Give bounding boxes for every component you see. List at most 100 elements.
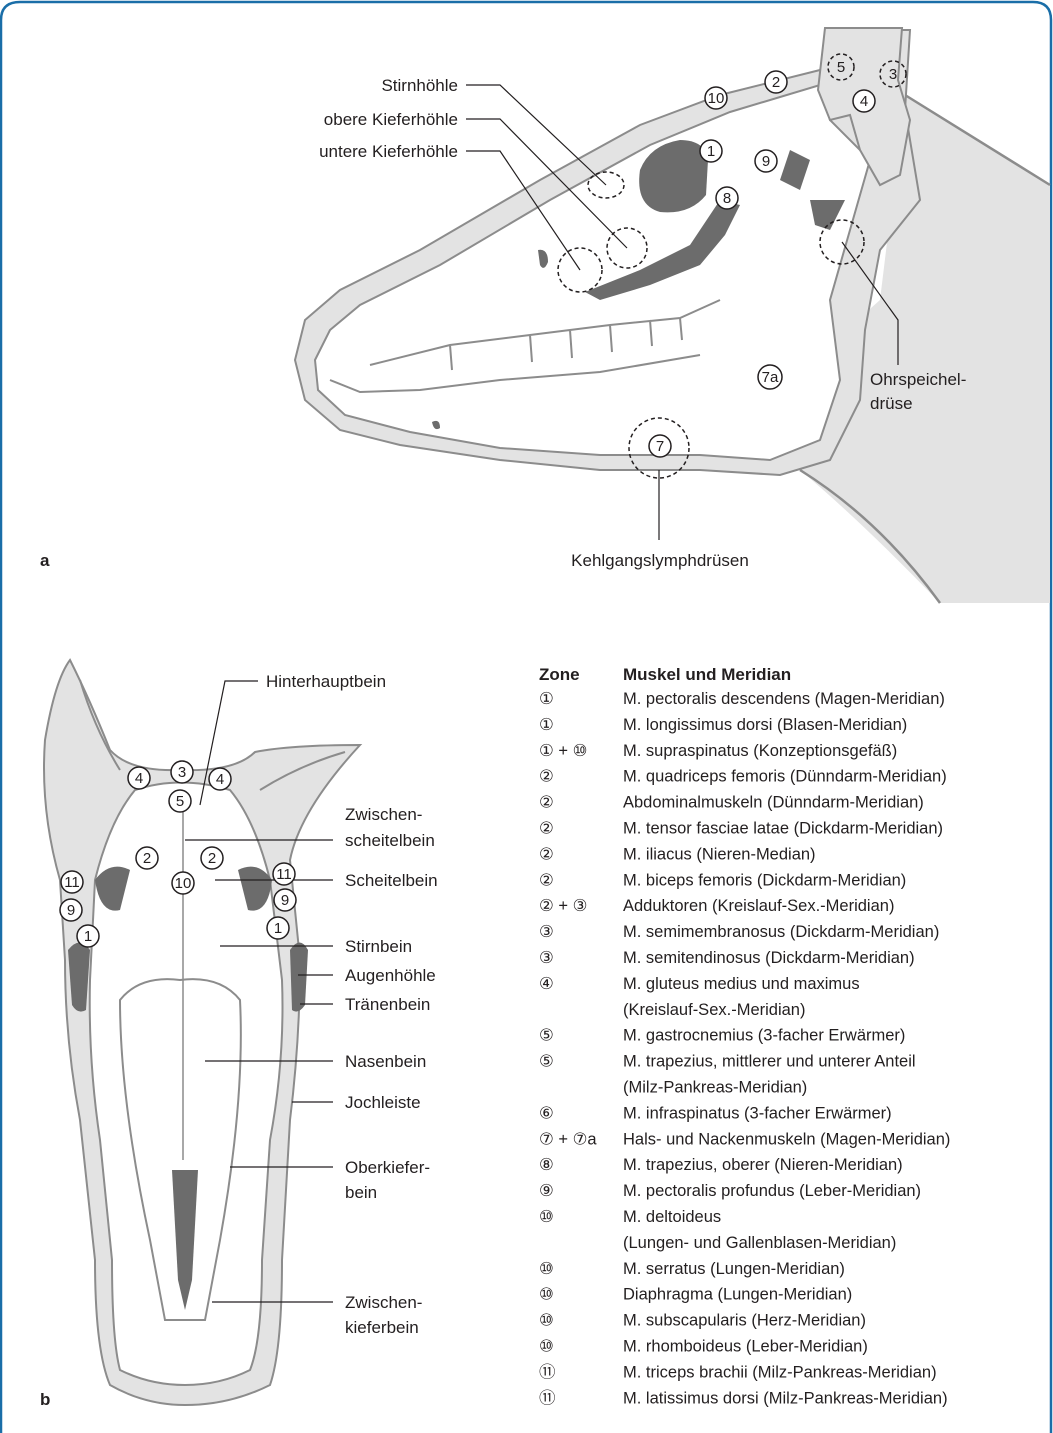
table-cell-muscle: M. pectoralis descendens (Magen-Meridian… bbox=[623, 690, 945, 708]
table-cell-muscle: M. subscapularis (Herz-Meridian) bbox=[623, 1312, 866, 1330]
zone-label: 10 bbox=[175, 875, 192, 892]
table-cell-zone: ② + ③ bbox=[539, 897, 587, 915]
label-augenhoehle: Augenhöhle bbox=[345, 966, 436, 985]
table-cell-zone: ⑩ bbox=[539, 1312, 554, 1330]
table-cell-zone: ⑨ bbox=[539, 1182, 554, 1200]
table-cell-muscle: (Milz-Pankreas-Meridian) bbox=[623, 1079, 807, 1097]
table-cell-zone: ⑩ bbox=[539, 1286, 554, 1304]
table-cell-zone: ⑧ bbox=[539, 1156, 554, 1174]
table-cell-muscle: Hals- und Nackenmuskeln (Magen-Meridian) bbox=[623, 1130, 950, 1148]
label-traenenbein: Tränenbein bbox=[345, 995, 430, 1014]
table-cell-zone: ⑥ bbox=[539, 1104, 554, 1122]
table-cell-zone: ⑪ bbox=[539, 1362, 556, 1381]
table-cell-muscle: (Lungen- und Gallenblasen-Meridian) bbox=[623, 1234, 896, 1252]
label-untere-kieferhoehle: untere Kieferhöhle bbox=[319, 142, 458, 161]
table-cell-muscle: M. infraspinatus (3-facher Erwärmer) bbox=[623, 1104, 892, 1122]
label-oberkiefer-1: Oberkiefer- bbox=[345, 1158, 430, 1177]
table-cell-muscle: M. semitendinosus (Dickdarm-Meridian) bbox=[623, 949, 915, 967]
table-cell-zone: ⑩ bbox=[539, 1338, 554, 1356]
zone-label: 5 bbox=[176, 793, 184, 810]
panel-b-drawing bbox=[44, 660, 360, 1405]
panel-letter-a: a bbox=[40, 551, 50, 570]
zone-label: 3 bbox=[889, 66, 897, 83]
zone-label: 1 bbox=[84, 928, 92, 945]
table-cell-muscle: M. gluteus medius und maximus bbox=[623, 975, 860, 993]
label-zwischenscheitel-2: scheitelbein bbox=[345, 831, 435, 850]
label-scheitelbein: Scheitelbein bbox=[345, 871, 438, 890]
zone-label: 2 bbox=[772, 74, 780, 91]
table-cell-muscle: M. pectoralis profundus (Leber-Meridian) bbox=[623, 1182, 921, 1200]
label-stirnhoehle: Stirnhöhle bbox=[381, 76, 458, 95]
zone-label: 11 bbox=[64, 874, 80, 891]
table-cell-muscle: M. trapezius, oberer (Nieren-Meridian) bbox=[623, 1156, 903, 1174]
table-cell-muscle: M. trapezius, mittlerer und unterer Ante… bbox=[623, 1053, 916, 1071]
label-nasenbein: Nasenbein bbox=[345, 1052, 426, 1071]
table-cell-zone: ① bbox=[539, 716, 554, 734]
label-zwischenkiefer-1: Zwischen- bbox=[345, 1293, 422, 1312]
table-cell-zone: ③ bbox=[539, 923, 554, 941]
zone-label: 8 bbox=[723, 190, 731, 207]
zone-label: 2 bbox=[208, 850, 216, 867]
table-cell-zone: ⑤ bbox=[539, 1053, 554, 1071]
table-cell-zone: ① bbox=[539, 690, 554, 708]
table-cell-zone: ② bbox=[539, 794, 554, 812]
table-cell-zone: ① + ⑩ bbox=[539, 742, 587, 760]
label-zwischenkiefer-2: kieferbein bbox=[345, 1318, 419, 1337]
zone-table: Zone Muskel und Meridian ① M. pectoralis … bbox=[539, 665, 950, 1407]
zone-label: 4 bbox=[860, 93, 868, 110]
table-cell-zone: ⑦ + ⑦a bbox=[539, 1130, 597, 1148]
zone-label: 1 bbox=[707, 143, 715, 160]
table-rows: ① M. pectoralis descendens (Magen-Meridia… bbox=[539, 690, 950, 1407]
table-cell-zone: ② bbox=[539, 871, 554, 889]
table-header-zone: Zone bbox=[539, 665, 580, 684]
table-cell-zone: ⑪ bbox=[539, 1388, 556, 1407]
zone-label: 2 bbox=[143, 850, 151, 867]
label-oberkiefer-2: bein bbox=[345, 1183, 377, 1202]
table-cell-muscle: M. semimembranosus (Dickdarm-Meridian) bbox=[623, 923, 939, 941]
table-cell-muscle: M. iliacus (Nieren-Median) bbox=[623, 845, 816, 863]
table-cell-muscle: M. latissimus dorsi (Milz-Pankreas-Merid… bbox=[623, 1389, 948, 1407]
zone-label: 7 bbox=[656, 438, 664, 455]
zone-label: 1 bbox=[274, 920, 282, 937]
table-cell-muscle: M. supraspinatus (Konzeptionsgefäß) bbox=[623, 742, 897, 760]
table-cell-muscle: Diaphragma (Lungen-Meridian) bbox=[623, 1286, 852, 1304]
label-kehlgang: Kehlgangslymphdrüsen bbox=[571, 551, 749, 570]
zone-label: 9 bbox=[762, 153, 770, 170]
table-cell-muscle: M. triceps brachii (Milz-Pankreas-Meridi… bbox=[623, 1363, 937, 1381]
table-cell-muscle: M. deltoideus bbox=[623, 1208, 721, 1226]
table-cell-zone: ② bbox=[539, 845, 554, 863]
table-cell-zone: ⑩ bbox=[539, 1208, 554, 1226]
table-cell-muscle: Abdominalmuskeln (Dünndarm-Meridian) bbox=[623, 794, 924, 812]
table-cell-muscle: M. rhomboideus (Leber-Meridian) bbox=[623, 1338, 868, 1356]
zone-label: 7a bbox=[762, 369, 779, 386]
table-cell-zone: ③ bbox=[539, 949, 554, 967]
table-cell-muscle: M. gastrocnemius (3-facher Erwärmer) bbox=[623, 1027, 905, 1045]
label-obere-kieferhoehle: obere Kieferhöhle bbox=[324, 110, 458, 129]
panel-letter-b: b bbox=[40, 1390, 50, 1409]
zone-label: 9 bbox=[281, 892, 289, 909]
zone-label: 3 bbox=[178, 764, 186, 781]
table-cell-muscle: M. longissimus dorsi (Blasen-Meridian) bbox=[623, 716, 907, 734]
label-zwischenscheitel-1: Zwischen- bbox=[345, 805, 422, 824]
label-ohrspeichel: Ohrspeichel- bbox=[870, 370, 966, 389]
orbit-right bbox=[290, 943, 308, 1012]
table-cell-zone: ④ bbox=[539, 975, 554, 993]
table-cell-zone: ② bbox=[539, 820, 554, 838]
label-jochleiste: Jochleiste bbox=[345, 1093, 421, 1112]
zone-label: 4 bbox=[216, 771, 224, 788]
table-cell-muscle: (Kreislauf-Sex.-Meridian) bbox=[623, 1001, 805, 1019]
zone-label: 4 bbox=[135, 770, 143, 787]
table-cell-zone: ⑩ bbox=[539, 1260, 554, 1278]
table-cell-muscle: M. biceps femoris (Dickdarm-Meridian) bbox=[623, 871, 906, 889]
label-stirnbein: Stirnbein bbox=[345, 937, 412, 956]
table-cell-muscle: Adduktoren (Kreislauf-Sex.-Meridian) bbox=[623, 897, 894, 915]
zone-label: 5 bbox=[837, 59, 845, 76]
label-hinterhauptbein: Hinterhauptbein bbox=[266, 672, 386, 691]
table-cell-zone: ⑤ bbox=[539, 1027, 554, 1045]
table-cell-muscle: M. quadriceps femoris (Dünndarm-Meridian… bbox=[623, 768, 947, 786]
table-header-muscle: Muskel und Meridian bbox=[623, 665, 791, 684]
zone-label: 10 bbox=[708, 90, 725, 107]
label-druese: drüse bbox=[870, 394, 913, 413]
zone-label: 9 bbox=[67, 902, 75, 919]
